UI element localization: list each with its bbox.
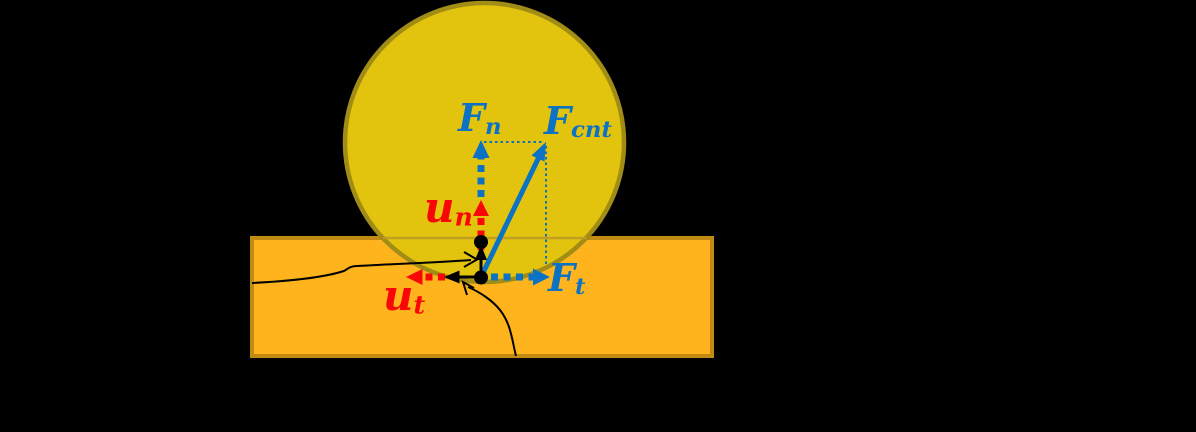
tangential-force-arrow-head [533,268,550,286]
normal-force-label-sub: n [484,114,502,141]
bottom-leader-line [467,286,517,357]
tangential-unit-vector-label: ut [383,275,425,318]
normal-force-label: Fn [458,99,502,139]
tangential-force-label-sub: t [574,274,586,301]
normal-force-label-base: F [458,95,485,140]
contact-force-label: Fcnt [544,102,612,142]
normal-unit-vector-label: un [424,187,473,230]
normal-unit-vector-head [473,200,489,216]
left-leader-line [251,259,472,284]
contact-point-dot [474,270,488,285]
tangential-unit-vector-label-base: u [383,271,414,320]
contact-force-arrow-head [531,142,546,162]
ideal-contact-point-dot [474,235,488,249]
contact-force-label-sub: cnt [570,117,612,144]
bottom-leader-arrowhead [461,279,475,296]
tangential-force-label-base: F [548,255,575,300]
left-leader-arrowhead [463,251,480,268]
normal-unit-vector-label-sub: n [454,201,473,232]
tangential-unit-vector-label-sub: t [413,289,426,320]
tangential-unit-vector-head [406,269,423,285]
contact-force-arrow-shaft [479,155,542,278]
tangential-force-label: Ft [548,259,586,299]
normal-direction-arrow-head [475,245,487,260]
contact-force-label-base: F [544,98,571,143]
tangent-direction-arrow-head [444,270,460,284]
normal-unit-vector-label-base: u [424,183,455,232]
normal-force-arrow-head [472,140,490,158]
